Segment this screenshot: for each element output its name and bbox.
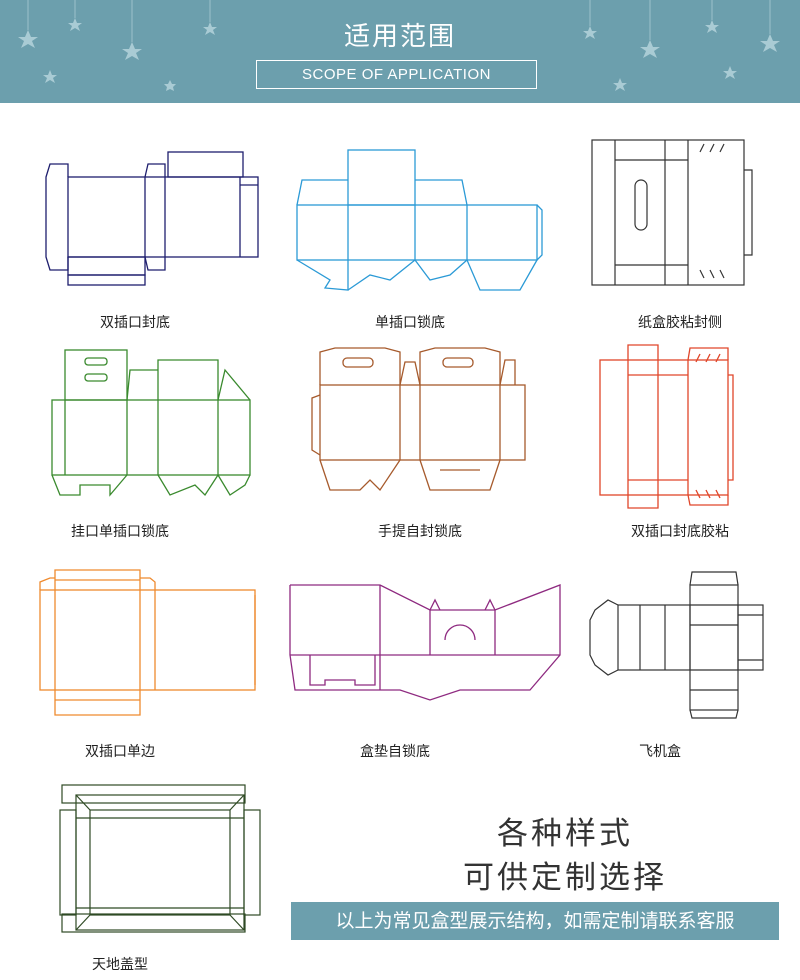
dieline-mailer [589,571,764,719]
dieline-pad [289,584,561,701]
box-label: 挂口单插口锁底 [71,524,169,540]
box-single-tuck-lock-bottom: 单插口锁底 [270,140,550,331]
box-label: 双插口单边 [85,744,155,760]
box-label: 飞机盒 [639,744,681,760]
contact-note: 以上为常见盒型展示结构，如需定制请联系客服 [291,902,779,940]
slogan-line1: 各种样式 [497,816,633,852]
dieline-glued-side [591,139,753,286]
box-label: 盒垫自锁底 [360,744,430,760]
dieline-lid-base [59,784,261,933]
box-handle-self-lock: 手提自封锁底 [300,340,540,540]
section-subtitle: SCOPE OF APPLICATION [256,60,537,89]
box-double-tuck-bottom: 双插口封底 [0,140,270,331]
box-double-tuck-single-side: 双插口单边 [30,560,270,760]
box-pad-self-lock: 盒垫自锁底 [280,560,570,760]
box-lid-base: 天地盖型 [30,770,270,980]
header-banner: 适用范围 SCOPE OF APPLICATION [0,0,800,103]
star-decoration [18,0,780,91]
box-label: 双插口封底胶粘 [631,524,729,540]
dieline-hang-tab [51,349,251,497]
section-title: 适用范围 [343,22,456,52]
dieline-single-side [39,569,256,716]
box-mailer: 飞机盒 [570,560,800,760]
box-label: 单插口锁底 [375,315,445,331]
box-hang-tab-lock-bottom: 挂口单插口锁底 [30,340,270,540]
dieline-double-tuck [45,151,259,286]
box-double-tuck-glued: 双插口封底胶粘 [590,340,800,540]
box-label: 手提自封锁底 [378,524,462,540]
dieline-handle [311,347,526,492]
box-label: 天地盖型 [92,957,148,973]
slogan-line2: 可供定制选择 [463,860,667,896]
box-label: 纸盒胶粘封侧 [638,315,722,331]
box-label: 双插口封底 [100,315,170,331]
dieline-single-tuck [296,149,543,291]
box-glued-side: 纸盒胶粘封侧 [560,130,800,331]
dieline-double-glued [599,344,734,509]
